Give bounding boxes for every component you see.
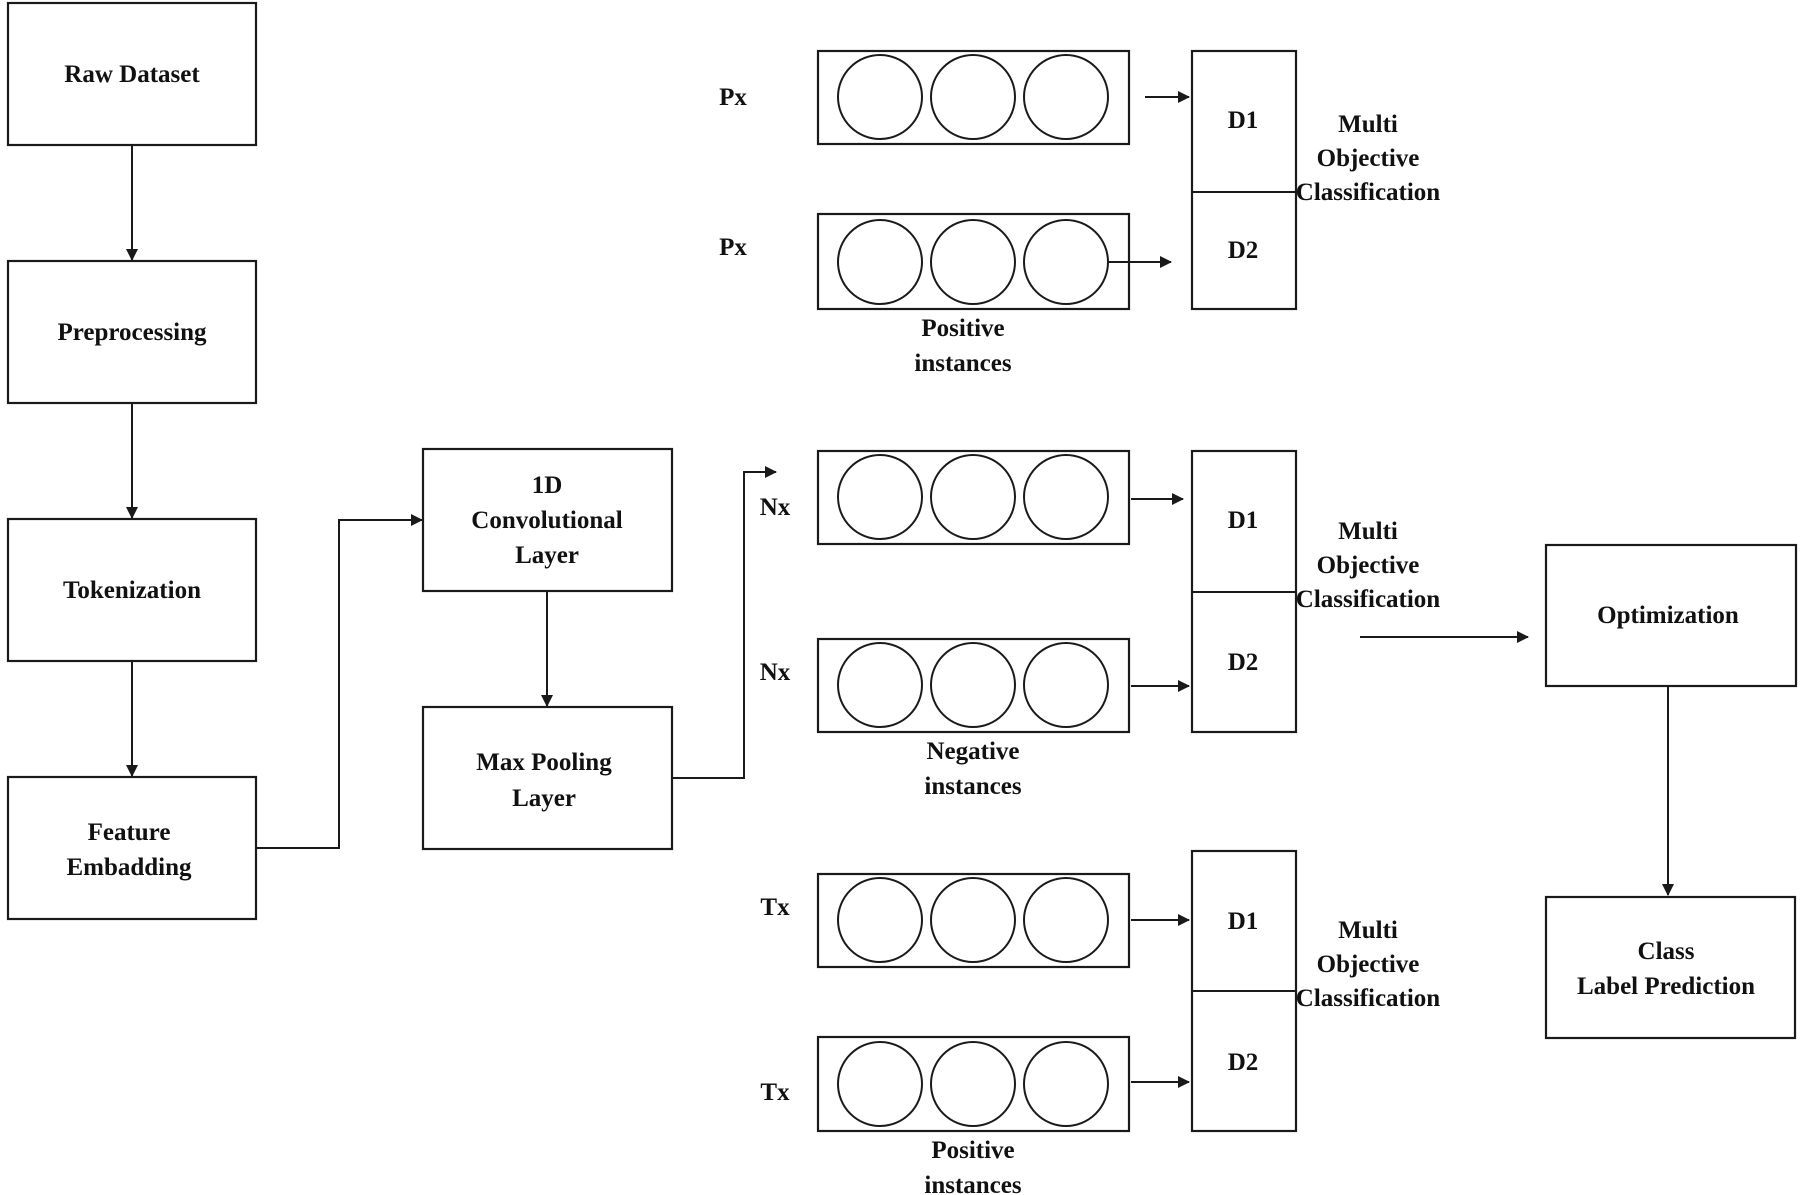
neuron-circle xyxy=(1023,642,1109,728)
group1-decision-box: D1 D2 xyxy=(1190,49,1298,311)
group1-row2-vector xyxy=(816,212,1131,311)
tokenization-label: Tokenization xyxy=(63,577,201,604)
group1-d1-label: D1 xyxy=(1228,107,1259,134)
instance-group-1: Px Px Positive instances D1 D2 Multi Obj… xyxy=(719,49,1441,377)
neuron-circle xyxy=(837,219,923,305)
neuron-circle xyxy=(930,642,1016,728)
group3-row1-label: Tx xyxy=(760,894,790,921)
arrow-embedding-to-conv xyxy=(256,514,423,849)
group3-caption-line1: Positive xyxy=(931,1137,1014,1164)
group2-row1-label: Nx xyxy=(760,494,791,521)
feature-embedding-box: Feature Embadding xyxy=(6,775,258,921)
instance-group-3: Tx Tx Positive instances D1 D2 Multi Obj… xyxy=(760,849,1441,1195)
class-label-prediction-box: Class Label Prediction xyxy=(1544,895,1797,1040)
group1-classification-line1: Multi xyxy=(1338,111,1398,138)
neuron-circle xyxy=(837,877,923,963)
preprocessing-label: Preprocessing xyxy=(57,319,207,346)
conv-layer-box: 1D Convolutional Layer xyxy=(421,447,674,593)
instance-group-2: Nx Nx Negative instances D1 D2 Multi Obj… xyxy=(760,449,1441,800)
neuron-circle xyxy=(930,454,1016,540)
neuron-circle xyxy=(1023,877,1109,963)
group3-row2-vector xyxy=(816,1035,1131,1133)
max-pooling-label-line2: Layer xyxy=(512,785,576,812)
group1-row1-vector xyxy=(816,49,1131,146)
group2-caption-line1: Negative xyxy=(926,738,1019,765)
neuron-circle xyxy=(1023,1041,1109,1127)
group2-classification-line1: Multi xyxy=(1338,518,1398,545)
group3-d2-label: D2 xyxy=(1228,1049,1259,1076)
group1-row1-label: Px xyxy=(719,84,747,111)
group1-caption-line2: instances xyxy=(914,350,1012,377)
group2-row2-label: Nx xyxy=(760,659,791,686)
class-label-prediction-line2: Label Prediction xyxy=(1577,973,1755,1000)
group1-classification-line2: Objective xyxy=(1317,145,1420,172)
feature-embedding-label-line1: Feature xyxy=(88,819,171,846)
group1-classification-line3: Classification xyxy=(1296,179,1441,206)
neuron-circle xyxy=(930,219,1016,305)
class-label-prediction-line1: Class xyxy=(1638,938,1695,965)
group1-caption-line1: Positive xyxy=(921,315,1004,342)
group3-classification-line3: Classification xyxy=(1296,985,1441,1012)
preprocessing-box: Preprocessing xyxy=(6,259,258,405)
group3-d1-label: D1 xyxy=(1228,908,1259,935)
tokenization-box: Tokenization xyxy=(6,517,258,663)
group2-caption-line2: instances xyxy=(924,773,1022,800)
neuron-circle xyxy=(837,54,923,140)
neuron-circle xyxy=(1023,54,1109,140)
neuron-circle xyxy=(930,54,1016,140)
conv-layer-label-line2: Convolutional xyxy=(471,507,622,534)
group2-row1-vector xyxy=(816,449,1131,546)
raw-dataset-label: Raw Dataset xyxy=(64,61,200,88)
group3-row2-label: Tx xyxy=(760,1079,790,1106)
group3-row1-vector xyxy=(816,872,1131,969)
raw-dataset-box: Raw Dataset xyxy=(6,1,258,147)
group1-row2-label: Px xyxy=(719,234,747,261)
optimization-box: Optimization xyxy=(1544,543,1798,688)
group2-d1-label: D1 xyxy=(1228,507,1259,534)
neuron-circle xyxy=(930,877,1016,963)
max-pooling-label-line1: Max Pooling xyxy=(476,749,612,776)
group3-classification-line1: Multi xyxy=(1338,917,1398,944)
optimization-label: Optimization xyxy=(1597,602,1739,629)
group2-decision-box: D1 D2 xyxy=(1190,449,1298,734)
group3-decision-box: D1 D2 xyxy=(1190,849,1298,1133)
neuron-circle xyxy=(837,454,923,540)
group1-d2-label: D2 xyxy=(1228,237,1259,264)
group2-d2-label: D2 xyxy=(1228,649,1259,676)
conv-layer-label-line1: 1D xyxy=(532,472,563,499)
group3-classification-line2: Objective xyxy=(1317,951,1420,978)
group3-caption-line2: instances xyxy=(924,1172,1022,1195)
arrow-maxpool-to-instances xyxy=(672,466,777,779)
group2-row2-vector xyxy=(816,637,1131,734)
neuron-circle xyxy=(837,642,923,728)
neuron-circle xyxy=(930,1041,1016,1127)
max-pooling-box: Max Pooling Layer xyxy=(421,705,674,851)
group2-classification-line2: Objective xyxy=(1317,552,1420,579)
neuron-circle xyxy=(1023,454,1109,540)
group2-classification-line3: Classification xyxy=(1296,586,1441,613)
conv-layer-label-line3: Layer xyxy=(515,542,579,569)
neuron-circle xyxy=(1023,219,1109,305)
neuron-circle xyxy=(837,1041,923,1127)
feature-embedding-label-line2: Embadding xyxy=(66,854,192,881)
